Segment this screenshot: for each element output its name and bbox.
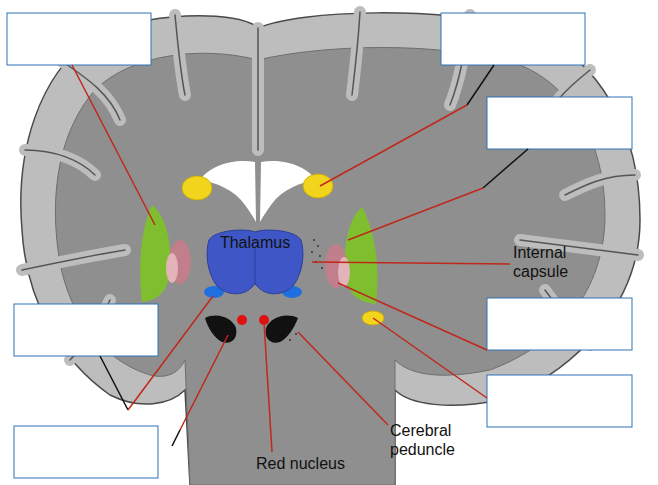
sulcus <box>22 250 125 270</box>
midline-divider <box>255 248 256 284</box>
fiber-dot <box>319 255 321 257</box>
blank-label-box <box>487 97 632 149</box>
globus-pallidus <box>166 253 178 283</box>
leader-line <box>180 335 228 430</box>
fiber-dot <box>311 251 313 253</box>
fiber-dot <box>289 339 291 341</box>
structure-label: Red nucleus <box>256 454 366 473</box>
sulcus <box>565 175 635 195</box>
leader-line <box>100 356 128 410</box>
globus-pallidus <box>338 257 350 287</box>
leader-line <box>348 188 483 240</box>
structure-name: Thalamus <box>205 228 305 252</box>
leader-line <box>338 283 487 350</box>
fiber-dot <box>295 333 297 335</box>
blank-label-boxes <box>7 13 632 478</box>
midline-fissure <box>257 28 259 150</box>
sulcus <box>60 60 120 120</box>
blank-label-box <box>7 13 151 65</box>
sulcus <box>25 150 95 175</box>
leader-line <box>467 65 494 105</box>
leader-line <box>298 332 388 425</box>
fiber-dot <box>321 267 323 269</box>
sulcus <box>352 12 360 95</box>
structure-label: Cerebral peduncle <box>390 421 470 459</box>
leader-line <box>373 318 487 398</box>
putamen <box>140 205 170 302</box>
sulcus <box>22 250 125 270</box>
substantia-nigra <box>266 316 298 343</box>
brain-nucleus: Thalamus <box>205 228 305 298</box>
structure-label: Internal capsule <box>513 243 595 281</box>
leader-line <box>72 65 155 225</box>
sulcus <box>60 60 120 120</box>
leader-line <box>483 149 528 188</box>
fiber-dot <box>313 239 315 241</box>
leader-line <box>128 296 213 410</box>
midline-fissure <box>252 28 264 150</box>
caudate-nucleus <box>182 176 212 200</box>
leader-lines <box>72 65 528 452</box>
sulcus <box>25 150 95 175</box>
sulcus <box>175 15 185 95</box>
blank-label-box <box>487 375 632 427</box>
leader-line <box>264 322 272 452</box>
leader-line <box>320 105 467 186</box>
blank-label-box <box>487 298 632 350</box>
leader-line <box>312 262 510 264</box>
fiber-dot <box>317 245 319 247</box>
sulcus <box>352 12 360 95</box>
putamen <box>345 207 378 304</box>
blank-label-box <box>14 426 158 478</box>
blank-label-box <box>14 304 158 356</box>
leader-line <box>172 430 180 446</box>
caudate-nucleus <box>303 174 333 198</box>
cortex-outline <box>21 13 640 485</box>
sulcus <box>175 15 185 95</box>
red-nucleus <box>237 315 247 325</box>
sulcus <box>565 175 635 195</box>
substantia-nigra <box>205 316 236 343</box>
blank-label-box <box>441 13 585 65</box>
